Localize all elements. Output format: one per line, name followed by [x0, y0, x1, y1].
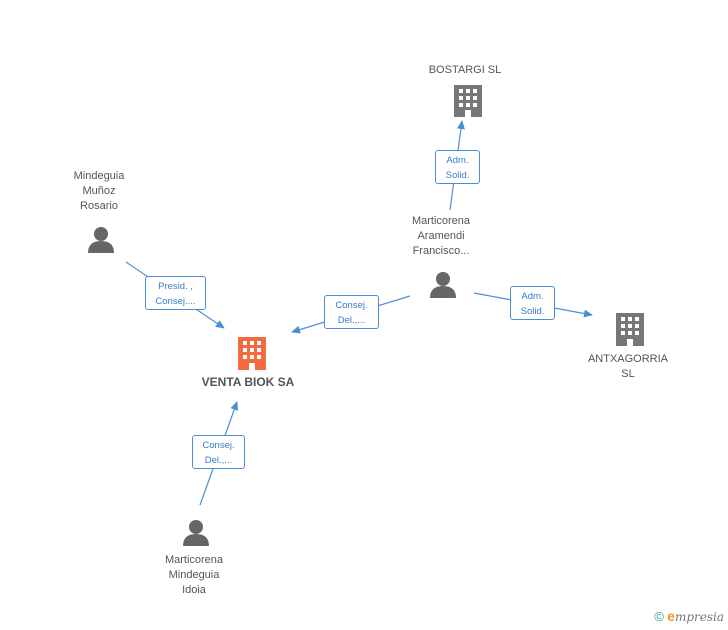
brand-logo-initial: e — [667, 608, 675, 624]
node-label-venta-biok[interactable]: VENTA BIOK SA — [201, 375, 295, 389]
node-label-marticorena-mindeguia[interactable]: Marticorena Mindeguia Idoia — [164, 554, 224, 596]
relation-adm-antxagorria[interactable]: Adm. Solid. — [510, 286, 555, 320]
person-icon[interactable] — [183, 520, 209, 546]
relation-adm-bostargi[interactable]: Adm. Solid. — [435, 150, 480, 184]
copyright-symbol: © — [654, 609, 664, 624]
relation-presid[interactable]: Presid. , Consej.... — [145, 276, 206, 310]
node-label-mindeguia-munoz[interactable]: Mindeguia Muñoz Rosario — [73, 170, 125, 212]
node-label-antxagorria[interactable]: ANTXAGORRIA SL — [587, 353, 669, 380]
building-icon[interactable] — [616, 313, 644, 346]
building-icon[interactable] — [454, 85, 482, 117]
footer-brand: © empresia — [654, 608, 724, 624]
relation-consej-idoia[interactable]: Consej. Del.,... — [192, 435, 245, 469]
person-icon[interactable] — [88, 227, 114, 253]
person-icon[interactable] — [430, 272, 456, 298]
brand-logo-text: mpresia — [674, 610, 724, 624]
node-label-bostargi[interactable]: BOSTARGI SL — [428, 64, 502, 76]
building-icon-main[interactable] — [238, 337, 266, 370]
relation-consej-francisco[interactable]: Consej. Del.,... — [324, 295, 379, 329]
node-label-marticorena-aramendi[interactable]: Marticorena Aramendi Francisco... — [411, 215, 471, 257]
